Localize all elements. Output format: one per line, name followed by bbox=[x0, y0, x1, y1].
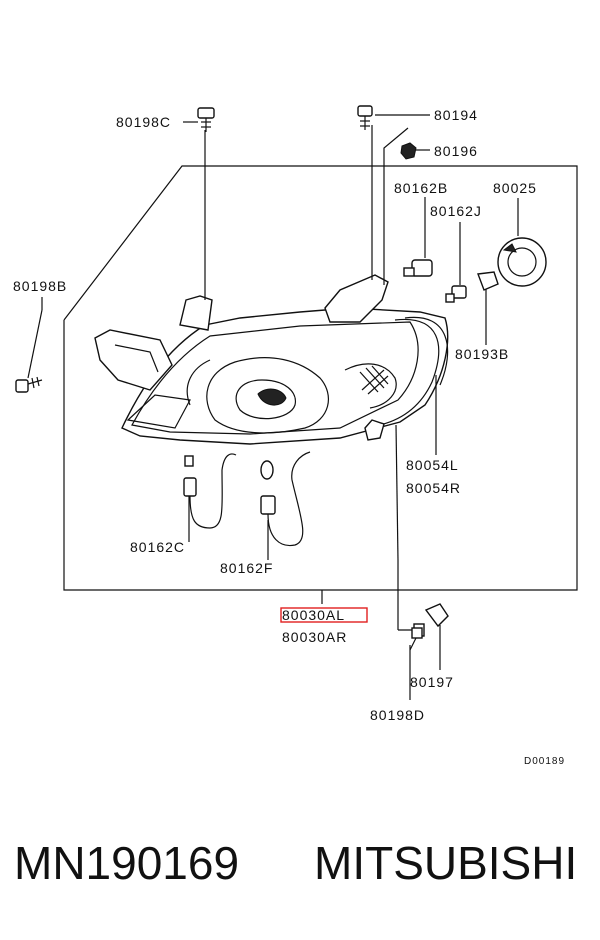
bulb-socket-80162F bbox=[260, 451, 311, 547]
label-80162B: 80162B bbox=[394, 180, 448, 196]
label-80197: 80197 bbox=[410, 674, 454, 690]
label-80162C: 80162C bbox=[130, 539, 185, 555]
highlight-box bbox=[280, 607, 368, 623]
label-80025: 80025 bbox=[493, 180, 537, 196]
bulb-80162J bbox=[445, 285, 467, 303]
socket-cap-80025 bbox=[497, 237, 547, 287]
bolt-80198D bbox=[409, 627, 423, 651]
diagram-reference-code: D00189 bbox=[524, 756, 565, 767]
leader-lines bbox=[27, 114, 519, 700]
clip-80193B bbox=[477, 271, 499, 291]
label-80054L: 80054L bbox=[406, 457, 459, 473]
label-80198D: 80198D bbox=[370, 707, 425, 723]
caption: MN190169 MITSUBISHI bbox=[0, 836, 600, 906]
part-number: MN190169 bbox=[14, 837, 240, 889]
label-80194: 80194 bbox=[434, 107, 478, 123]
label-80054R: 80054R bbox=[406, 480, 461, 496]
bulb-socket-80162C bbox=[183, 453, 237, 529]
label-80198B: 80198B bbox=[13, 278, 67, 294]
label-80196: 80196 bbox=[434, 143, 478, 159]
reflector-grid bbox=[359, 365, 389, 395]
label-80030AL: 80030AL bbox=[282, 607, 345, 623]
brand-name: MITSUBISHI bbox=[314, 837, 578, 889]
bulb-80162B bbox=[403, 259, 433, 277]
label-80162F: 80162F bbox=[220, 560, 273, 576]
assembly-frame bbox=[63, 165, 578, 591]
bolt-80194 bbox=[357, 105, 373, 130]
label-80193B: 80193B bbox=[455, 346, 509, 362]
headlamp-exploded-diagram: 80198C 80194 80196 80162B 80025 80162J 8… bbox=[13, 105, 578, 767]
label-80162J: 80162J bbox=[430, 203, 482, 219]
bolt-80198B bbox=[15, 376, 43, 393]
nut-80196 bbox=[400, 142, 417, 160]
label-80030AR: 80030AR bbox=[282, 629, 347, 645]
bolt-80198C bbox=[197, 107, 215, 132]
headlamp-housing bbox=[94, 274, 449, 445]
label-80198C: 80198C bbox=[116, 114, 171, 130]
